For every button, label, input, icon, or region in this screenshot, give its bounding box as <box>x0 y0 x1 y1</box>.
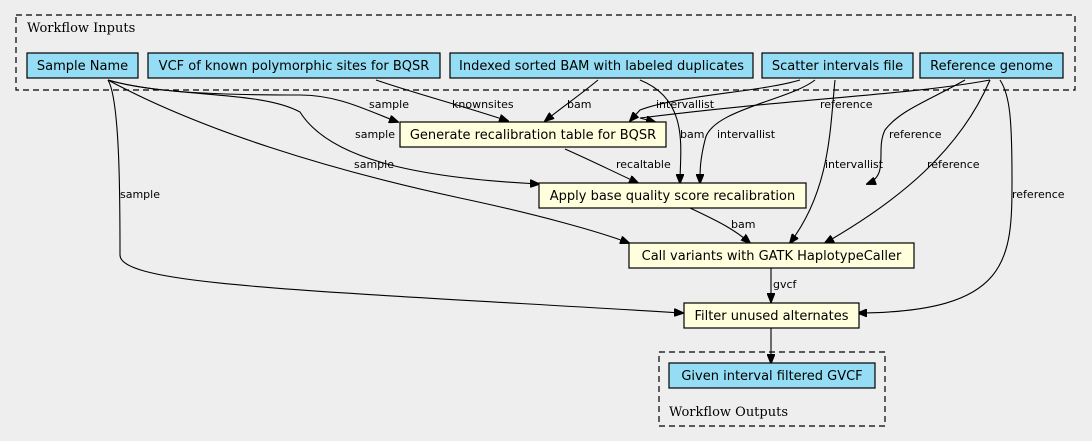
step-node-label: Call variants with GATK HaplotypeCaller <box>642 249 902 264</box>
edge-sample-to-apply <box>107 79 539 184</box>
edge-apply-to-haplotype <box>689 207 750 243</box>
input-node-intervals[interactable]: Scatter intervals file <box>761 52 914 79</box>
edge-label-sample: sample <box>354 158 394 171</box>
edge-label-bam: bam <box>731 218 755 231</box>
input-node-sample-name[interactable]: Sample Name <box>26 52 139 79</box>
edge-label-intervallist: intervallist <box>717 128 776 141</box>
edge-bam-to-apply <box>639 79 681 183</box>
workflow-outputs-cluster: Workflow Outputs <box>658 351 886 427</box>
input-node-label: Reference genome <box>930 59 1053 74</box>
step-nodes: Generate recalibration table for BQSR Ap… <box>399 121 915 329</box>
input-node-label: Sample Name <box>37 59 128 74</box>
edge-label-intervallist: intervallist <box>656 98 715 111</box>
step-node-recal-table[interactable]: Generate recalibration table for BQSR <box>399 121 667 148</box>
input-node-bam[interactable]: Indexed sorted BAM with labeled duplicat… <box>449 52 754 79</box>
edge-vcf-to-recal <box>375 79 508 121</box>
input-node-label: Indexed sorted BAM with labeled duplicat… <box>459 59 744 74</box>
edge-label-sample: sample <box>120 188 160 201</box>
edge-reference-to-apply <box>867 79 966 184</box>
edges <box>107 79 1013 363</box>
edge-reference-to-filter <box>858 79 1013 313</box>
output-node-label: Given interval filtered GVCF <box>681 369 862 384</box>
edge-label-sample: sample <box>369 98 409 111</box>
edge-label-reference: reference <box>1012 188 1065 201</box>
edge-intervals-to-apply <box>700 79 816 183</box>
edge-sample-to-recal <box>107 79 398 122</box>
workflow-inputs-title: Workflow Inputs <box>27 21 135 36</box>
input-node-label: VCF of known polymorphic sites for BQSR <box>159 59 430 74</box>
step-node-haplotypecaller[interactable]: Call variants with GATK HaplotypeCaller <box>628 242 915 269</box>
edge-label-reference: reference <box>927 158 980 171</box>
step-node-label: Filter unused alternates <box>694 309 848 324</box>
edge-reference-to-haplotype <box>825 79 991 243</box>
edge-label-bam: bam <box>567 98 591 111</box>
edge-sample-to-filter <box>107 79 683 313</box>
workflow-inputs-cluster: Workflow Inputs <box>15 14 1076 91</box>
step-node-apply-bqsr[interactable]: Apply base quality score recalibration <box>538 182 807 209</box>
edge-label-gvcf: gvcf <box>773 278 798 291</box>
edge-sample-to-haplotype <box>107 79 629 243</box>
edge-bam-to-recal <box>545 79 599 121</box>
edge-labels: sample sample sample sample knownsites b… <box>120 98 1065 291</box>
output-node-gvcf[interactable]: Given interval filtered GVCF <box>668 362 876 389</box>
workflow-outputs-title: Workflow Outputs <box>669 405 788 420</box>
step-node-filter[interactable]: Filter unused alternates <box>683 302 860 329</box>
input-nodes: Sample Name VCF of known polymorphic sit… <box>26 52 1064 79</box>
step-node-label: Apply base quality score recalibration <box>550 189 795 204</box>
edge-label-recaltable: recaltable <box>616 158 671 171</box>
edge-label-intervallist: intervallist <box>825 158 884 171</box>
edge-label-knownsites: knownsites <box>452 98 514 111</box>
edge-label-reference: reference <box>889 128 942 141</box>
edge-intervals-to-recal <box>630 79 801 121</box>
input-node-label: Scatter intervals file <box>772 59 903 74</box>
edge-label-reference: reference <box>820 98 873 111</box>
input-node-vcf[interactable]: VCF of known polymorphic sites for BQSR <box>147 52 441 79</box>
step-node-label: Generate recalibration table for BQSR <box>410 128 656 143</box>
edge-label-bam: bam <box>680 128 704 141</box>
edge-label-sample: sample <box>355 128 395 141</box>
input-node-reference[interactable]: Reference genome <box>919 52 1064 79</box>
edge-recal-to-apply <box>564 148 638 183</box>
